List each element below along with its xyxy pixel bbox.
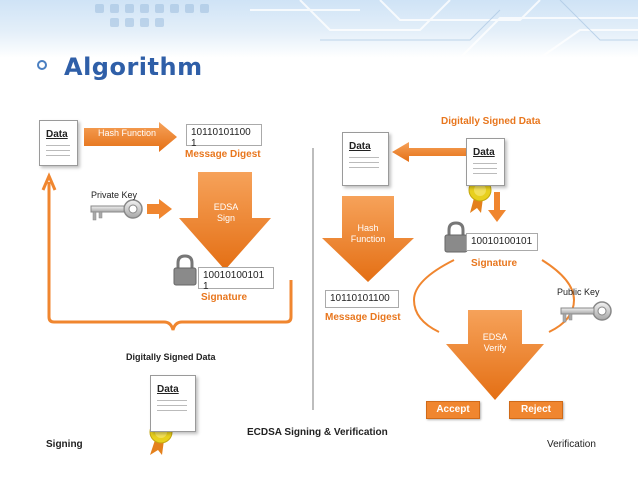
ecdsa-diagram: Data Hash Function 10110101100 1 Message… (34, 110, 612, 455)
edsa-sign-arrow (179, 172, 271, 270)
accept-button[interactable]: Accept (426, 401, 480, 419)
verify-message-digest-label: Message Digest (325, 312, 401, 323)
header-background (0, 0, 638, 58)
verify-digitally-signed-data-label: Digitally Signed Data (441, 116, 541, 127)
publickey-curve (541, 259, 576, 333)
verify-signature-bits-box: 10010100101 (466, 233, 538, 251)
verify-signature-label: Signature (471, 258, 518, 269)
signing-footer: Signing (46, 439, 83, 450)
verify-hash-function-label: Hash Function (350, 223, 386, 244)
private-key-label: Private Key (91, 190, 138, 200)
private-key-icon (90, 199, 143, 221)
digitally-signed-data-label: Digitally Signed Data (126, 352, 216, 362)
diagram-graphics (41, 122, 612, 455)
verify-digest-bits-box: 10110101100 (325, 290, 399, 308)
signed-doc-label: Data (157, 384, 179, 395)
signing-bracket (47, 182, 293, 331)
data-doc-label: Data (46, 129, 68, 140)
signature-bits-box: 10010100101 1 (198, 267, 274, 292)
edsa-verify-arrow (446, 310, 544, 400)
lock-icon (173, 254, 197, 286)
signature-curve (412, 259, 455, 333)
edsa-sign-label: EDSA Sign (213, 202, 239, 223)
public-key-label: Public Key (557, 287, 600, 297)
title-bullet-icon (37, 60, 47, 70)
diagram-caption: ECDSA Signing & Verification (247, 427, 388, 438)
signature-label: Signature (201, 292, 248, 303)
verify-data-document-icon: Data (342, 132, 389, 186)
verify-signed-document-icon: Data (466, 138, 505, 186)
header-decoration (95, 0, 638, 58)
signed-data-left-arrow (392, 142, 469, 162)
message-digest-label: Message Digest (185, 149, 261, 160)
edsa-verify-label: EDSA Verify (482, 332, 508, 353)
private-key-arrow (147, 199, 172, 219)
public-key-icon (560, 301, 612, 323)
page-title: Algorithm (64, 53, 203, 81)
hash-function-arrow (84, 122, 177, 152)
signed-document-icon: Data (150, 375, 196, 432)
data-document-icon: Data (39, 120, 78, 166)
signature-down-arrow (488, 192, 506, 222)
verify-hash-arrow (322, 196, 414, 282)
verify-data-doc-label: Data (349, 141, 371, 152)
verification-footer: Verification (547, 439, 596, 450)
lock-icon-verify (444, 221, 468, 253)
hash-function-label: Hash Function (97, 128, 157, 138)
verify-signed-doc-label: Data (473, 147, 495, 158)
reject-button[interactable]: Reject (509, 401, 563, 419)
digest-bits-box: 10110101100 1 (186, 124, 262, 149)
